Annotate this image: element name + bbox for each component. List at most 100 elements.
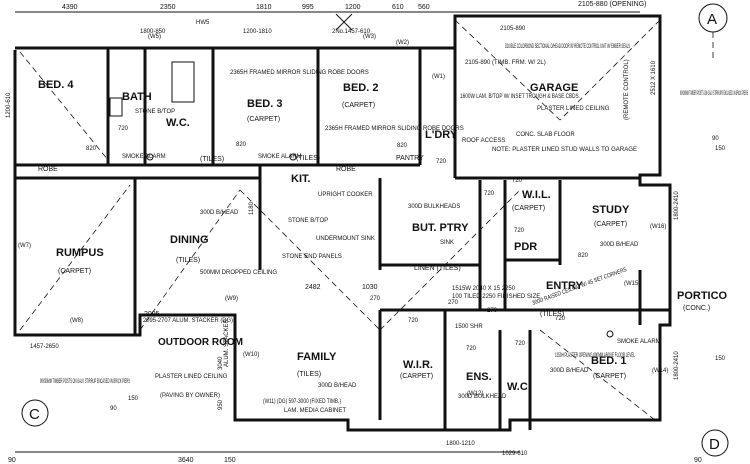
- family-bhead-note: 300D B/HEAD: [318, 383, 357, 389]
- window-w9: (W9): [225, 296, 238, 302]
- smoke-alarm-3: SMOKE ALARM: [606, 330, 661, 345]
- but-bheads-note: 300D BULKHEADS: [408, 204, 460, 210]
- wil-carpet: (CARPET): [512, 205, 545, 212]
- laundry-note: 1600W LAM. B/TOP W/ INSET TROUGH & BASE …: [460, 94, 580, 100]
- garage-slab-note: CONC. SLAB FLOOR: [516, 132, 575, 138]
- dim-top-5: 1200: [345, 4, 361, 11]
- hall-tiles-2: (TILES): [296, 155, 320, 162]
- dim-top-8: 2105-880 (OPENING): [578, 1, 646, 8]
- kit-sink-note: UNDERMOUNT SINK: [316, 236, 375, 242]
- wir-carpet: (CARPET): [400, 373, 433, 380]
- misc-150b: 150: [715, 146, 726, 152]
- family-tiles: (TILES): [297, 371, 321, 378]
- window-w16: (W16): [650, 224, 666, 230]
- door-width-bed3: 820: [236, 142, 247, 148]
- window-w8: (W8): [70, 318, 83, 324]
- hall-tiles: (TILES): [200, 156, 224, 163]
- room-wc: W.C.: [166, 117, 190, 129]
- bathtub-icon: [171, 61, 195, 103]
- dining-tiles: (TILES): [176, 257, 200, 264]
- garage-door-note: DOUBLE COLORBOND SECTIONAL O/HEAD DOOR W…: [505, 44, 630, 50]
- robe-bed2: ROBE: [336, 166, 356, 173]
- roof-access-note: ROOF ACCESS: [462, 138, 505, 144]
- window-w15: (W15): [624, 281, 640, 287]
- window-w10: (W10): [243, 352, 259, 358]
- window-dim-rumpus: 1457-2650: [30, 344, 59, 350]
- room-entry: ENTRY: [546, 280, 584, 292]
- svg-text:90: 90: [8, 457, 16, 464]
- door-width-hall: 720: [484, 191, 495, 197]
- room-wc2: W.C.: [507, 381, 531, 393]
- window-dim-wc: 1029-610: [502, 451, 528, 457]
- misc-270b: 270: [448, 300, 459, 306]
- shower-dims-note: 1515W 2040 X 15 2250: [452, 286, 516, 292]
- but-sink-note: SINK: [440, 240, 454, 246]
- misc-270a: 270: [370, 296, 381, 302]
- timber-posts-left-note: 90X90MM TIMBER POSTS ON GALV STIRRUP ENC…: [40, 379, 130, 385]
- misc-150c: 150: [715, 356, 726, 362]
- kit-cooker-note: UPRIGHT COOKER: [318, 192, 373, 198]
- room-kitchen: KIT.: [291, 173, 311, 185]
- top-dimension-line: 4390 2350 1810 995 1200 610 560 2105-880…: [15, 1, 646, 13]
- misc-950: 950: [218, 399, 224, 410]
- svg-text:3640: 3640: [178, 457, 194, 464]
- svg-text:SMOKE ALARM: SMOKE ALARM: [122, 154, 166, 160]
- dim-top-7: 560: [418, 4, 430, 11]
- room-bath: BATH: [122, 91, 152, 103]
- door-width-bed2: 820: [397, 143, 408, 149]
- door-width-bed1: 720: [555, 316, 566, 322]
- window-dim-top2: 1200-1810: [243, 29, 272, 35]
- rumpus-carpet: (CARPET): [58, 268, 91, 275]
- svg-text:A: A: [707, 11, 717, 28]
- lam-media-note: LAM. MEDIA CABINET: [284, 408, 346, 414]
- family-stacker-note: ALUM. STACKER: [224, 318, 230, 367]
- robe-bed4: ROBE: [38, 166, 58, 173]
- bed3-robe-note: 2365H FRAMED MIRROR SLIDING ROBE DOORS: [230, 70, 369, 76]
- garage-opening-dim: 2512 X 1610: [651, 60, 657, 95]
- room-bed2: BED. 2: [343, 82, 378, 94]
- svg-text:C: C: [29, 406, 40, 423]
- svg-text:2095: 2095: [144, 311, 160, 318]
- dining-ceiling-note: 500MM DROPPED CEILING: [200, 270, 277, 276]
- door-width-pdr: 720: [514, 228, 525, 234]
- dim-top-1: 4390: [62, 4, 78, 11]
- room-pdr: PDR: [514, 241, 537, 253]
- door-width-laundry: 720: [436, 159, 447, 165]
- misc-90a: 90: [712, 136, 719, 142]
- room-laundry: L'DRY: [425, 129, 458, 141]
- window-dim-study: 1800-2410: [674, 191, 680, 220]
- svg-text:150: 150: [224, 457, 236, 464]
- portico-conc: (CONC.): [683, 305, 710, 312]
- window-w1: (W1): [432, 74, 445, 80]
- pantry-label: PANTRY: [396, 155, 424, 162]
- misc-3040: 3040: [218, 356, 224, 370]
- window-w5: (W5): [148, 34, 161, 40]
- bath-stone-btop: STONE B/TOP: [135, 109, 175, 115]
- outdoor-paving-note: (PAVING BY OWNER): [160, 393, 220, 399]
- room-butlers-pantry: BUT. PTRY: [412, 222, 469, 234]
- bed2-robe-note: 2365H FRAMED MIRROR SLIDING ROBE DOORS: [325, 126, 464, 132]
- room-portico: PORTICO: [677, 290, 728, 302]
- outdoor-ceiling-note: PLASTER LINED CEILING: [155, 374, 228, 380]
- smoke-alarm-2: SMOKE ALARM: [258, 153, 302, 161]
- kit-panels-note: STONE END PANELS: [282, 254, 342, 260]
- room-rumpus: RUMPUS: [56, 247, 104, 259]
- grid-marker-c: C: [21, 399, 49, 427]
- room-wil: W.I.L.: [522, 189, 551, 201]
- window-w3: (W3): [363, 34, 376, 40]
- window-dim-top3: 2No.1457-610: [332, 29, 371, 35]
- misc-270c: 270: [487, 308, 498, 314]
- window-w12: (W12): [467, 391, 483, 397]
- exterior-walls: [13, 14, 672, 432]
- garage-plaster-note: PLASTER LINED CEILING: [537, 106, 610, 112]
- room-family: FAMILY: [297, 351, 337, 363]
- room-garage: GARAGE: [530, 82, 578, 94]
- window-dim-ens: 1800-1210: [446, 441, 475, 447]
- room-bed4: BED. 4: [38, 79, 74, 91]
- svg-text:1030: 1030: [362, 284, 378, 291]
- linen-label: LINEN (TILES): [414, 265, 461, 272]
- bed2-carpet: (CARPET): [342, 102, 375, 109]
- misc-90b: 90: [110, 406, 117, 412]
- window-dim-garage: 2105-890: [500, 26, 526, 32]
